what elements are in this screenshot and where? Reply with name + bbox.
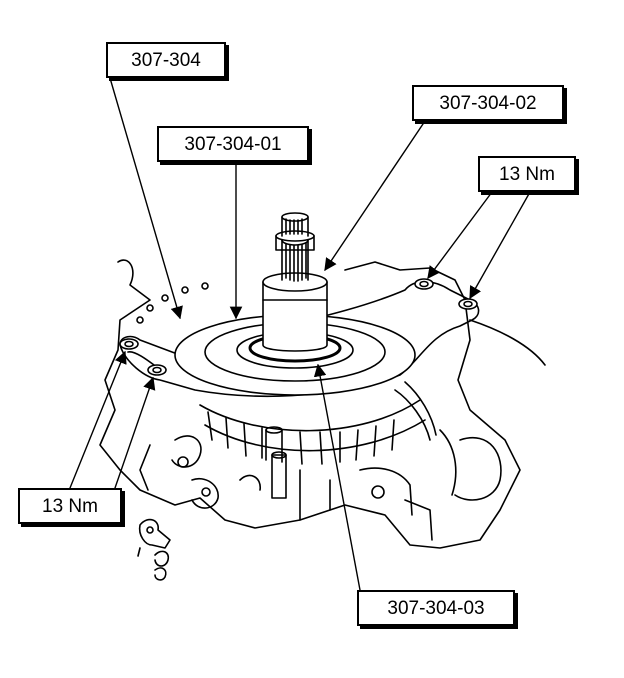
transmission-housing [99, 259, 546, 549]
loose-clip-part [137, 518, 171, 581]
callout-tool-307-304-02: 307-304-02 [412, 85, 564, 121]
callout-tool-307-304: 307-304 [106, 42, 226, 78]
callout-torque-top: 13 Nm [478, 156, 576, 192]
leader-torque-left-a [69, 350, 127, 489]
leader-torque-top-b [469, 191, 531, 300]
mounting-bolts [119, 278, 478, 376]
leader-torque-top-a [427, 191, 493, 280]
callout-tool-307-304-03: 307-304-03 [357, 590, 515, 626]
leader-lines [69, 77, 531, 591]
callout-torque-left: 13 Nm [18, 488, 122, 524]
leader-torque-left-b [114, 376, 156, 489]
leader-tool-03 [313, 363, 361, 591]
centering-shaft [262, 212, 328, 352]
leader-tool-02 [324, 120, 426, 272]
leader-tool [109, 77, 183, 320]
flange-bolt-holes [136, 282, 209, 324]
callout-tool-307-304-01: 307-304-01 [157, 126, 309, 162]
